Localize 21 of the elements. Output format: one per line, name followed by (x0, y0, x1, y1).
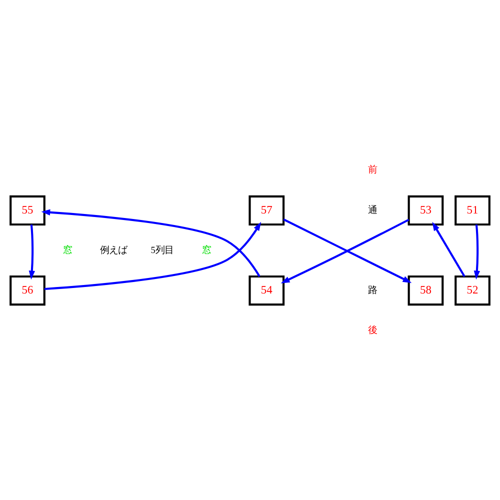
label: 前 (368, 165, 378, 176)
label: 5列目 (150, 245, 174, 256)
label: 後 (368, 325, 378, 336)
arrow (28, 224, 36, 280)
node-box: 52 (454, 274, 490, 306)
node-box: 58 (408, 274, 444, 306)
arrow (44, 221, 262, 290)
arrow (41, 208, 260, 276)
arrow (474, 224, 480, 280)
node-box: 53 (408, 194, 444, 226)
label: 例えば (100, 245, 127, 256)
node-box: 54 (248, 274, 285, 306)
arrow (432, 221, 466, 276)
label: 路 (368, 285, 378, 296)
label: 窓 (202, 245, 211, 256)
node-box: 56 (10, 274, 46, 306)
node-box: 51 (454, 194, 490, 226)
label: 通 (368, 205, 378, 216)
node-box: 55 (10, 194, 46, 226)
label: 窓 (63, 245, 72, 256)
node-box: 57 (248, 194, 285, 226)
